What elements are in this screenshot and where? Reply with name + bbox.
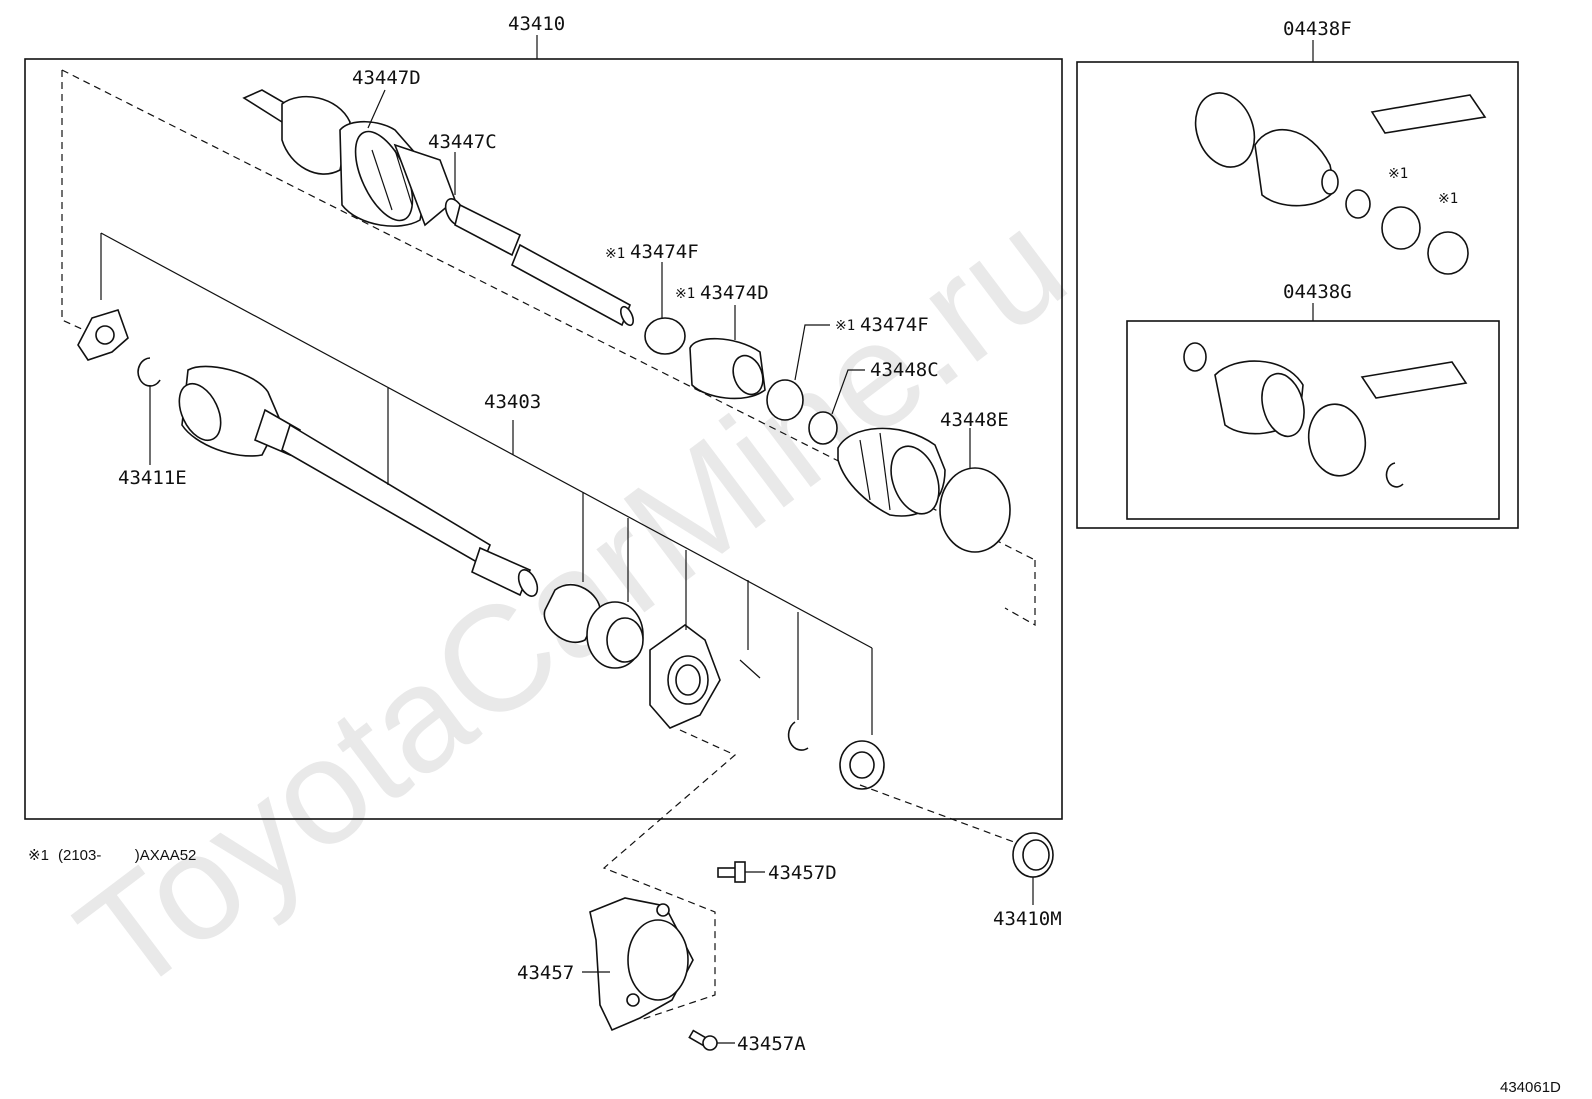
bolt-43457a[interactable] <box>688 1029 718 1051</box>
label-43474f-a[interactable]: 43474F <box>630 241 699 263</box>
dust-seal[interactable] <box>839 740 885 790</box>
kit-g-large-clamp[interactable] <box>1303 400 1371 481</box>
outboard-dashed-outline <box>61 69 1036 627</box>
kit-f-note-1: ※1 <box>1388 166 1408 182</box>
inboard-shaft[interactable] <box>281 423 541 599</box>
kit-f-large-clamp[interactable] <box>1186 85 1265 176</box>
bearing[interactable] <box>586 601 644 669</box>
clamp-43448e[interactable] <box>939 467 1011 553</box>
snap-ring-small[interactable] <box>787 721 809 751</box>
label-43457a[interactable]: 43457A <box>737 1033 806 1055</box>
kit-f-note-2: ※1 <box>1438 191 1458 207</box>
kit-f-grease-pack[interactable] <box>1370 94 1487 134</box>
label-43474f-b[interactable]: 43474F <box>860 314 929 336</box>
pin[interactable] <box>739 659 761 679</box>
main-assembly-label[interactable]: 43410 <box>508 13 565 35</box>
label-43411e[interactable]: 43411E <box>118 467 187 489</box>
label-43457[interactable]: 43457 <box>517 962 574 984</box>
note-mark-2: ※1 <box>675 286 695 302</box>
kit-g-small-clamp[interactable] <box>1183 342 1207 372</box>
bolt-43457d[interactable] <box>717 861 746 883</box>
kit-f-clamp-1[interactable] <box>1381 206 1421 250</box>
footnote-text: (2103- )AXAA52 <box>58 847 196 864</box>
label-43410m[interactable]: 43410M <box>993 908 1062 930</box>
main-assembly-box: 43410 <box>24 13 1063 820</box>
label-43448c[interactable]: 43448C <box>870 359 939 381</box>
outboard-cv-joint[interactable] <box>242 89 468 229</box>
clamp-43448c[interactable] <box>808 411 838 445</box>
clamp-43474f-b[interactable] <box>766 379 804 421</box>
snap-ring-43411e[interactable] <box>137 357 161 387</box>
footnote-mark: ※1 <box>28 847 49 864</box>
kit-f-small-clamp[interactable] <box>1345 189 1371 219</box>
kit-04438f-box: 04438F <box>1076 18 1519 529</box>
clamp-43474f-a[interactable] <box>644 317 686 355</box>
outboard-shaft[interactable] <box>454 203 636 327</box>
inboard-outline <box>100 232 873 735</box>
label-43447d[interactable]: 43447D <box>352 67 421 89</box>
note-mark-3: ※1 <box>835 318 855 334</box>
kit-04438g-box: 04438G <box>1126 281 1500 520</box>
inboard-shaft-label[interactable]: 43403 <box>484 391 541 413</box>
mount-bracket-43457[interactable] <box>589 897 694 1032</box>
kit-f-boot[interactable] <box>1254 129 1339 207</box>
kit-g-grease-pack[interactable] <box>1360 361 1468 399</box>
label-43474d[interactable]: 43474D <box>700 282 769 304</box>
diagram-code: 434061D <box>1500 1079 1561 1096</box>
bearing-bracket[interactable] <box>649 624 721 729</box>
inboard-boot[interactable] <box>837 427 948 520</box>
label-43447c[interactable]: 43447C <box>428 131 497 153</box>
bracket-dashed-link <box>602 729 737 1021</box>
inboard-joint-housing[interactable] <box>171 365 302 457</box>
kit-04438f-label[interactable]: 04438F <box>1283 18 1352 40</box>
tripod-joint[interactable] <box>77 309 129 361</box>
kit-f-clamp-2[interactable] <box>1427 231 1469 275</box>
kit-g-boot[interactable] <box>1214 360 1311 441</box>
kit-04438g-label[interactable]: 04438G <box>1283 281 1352 303</box>
label-43457d[interactable]: 43457D <box>768 862 837 884</box>
kit-g-snap-ring[interactable] <box>1385 462 1404 488</box>
retainer-ring[interactable] <box>543 583 601 643</box>
seal-43410m[interactable] <box>1012 832 1054 878</box>
damper-43474d[interactable] <box>689 337 768 400</box>
label-43448e[interactable]: 43448E <box>940 409 1009 431</box>
note-mark-1: ※1 <box>605 246 625 262</box>
